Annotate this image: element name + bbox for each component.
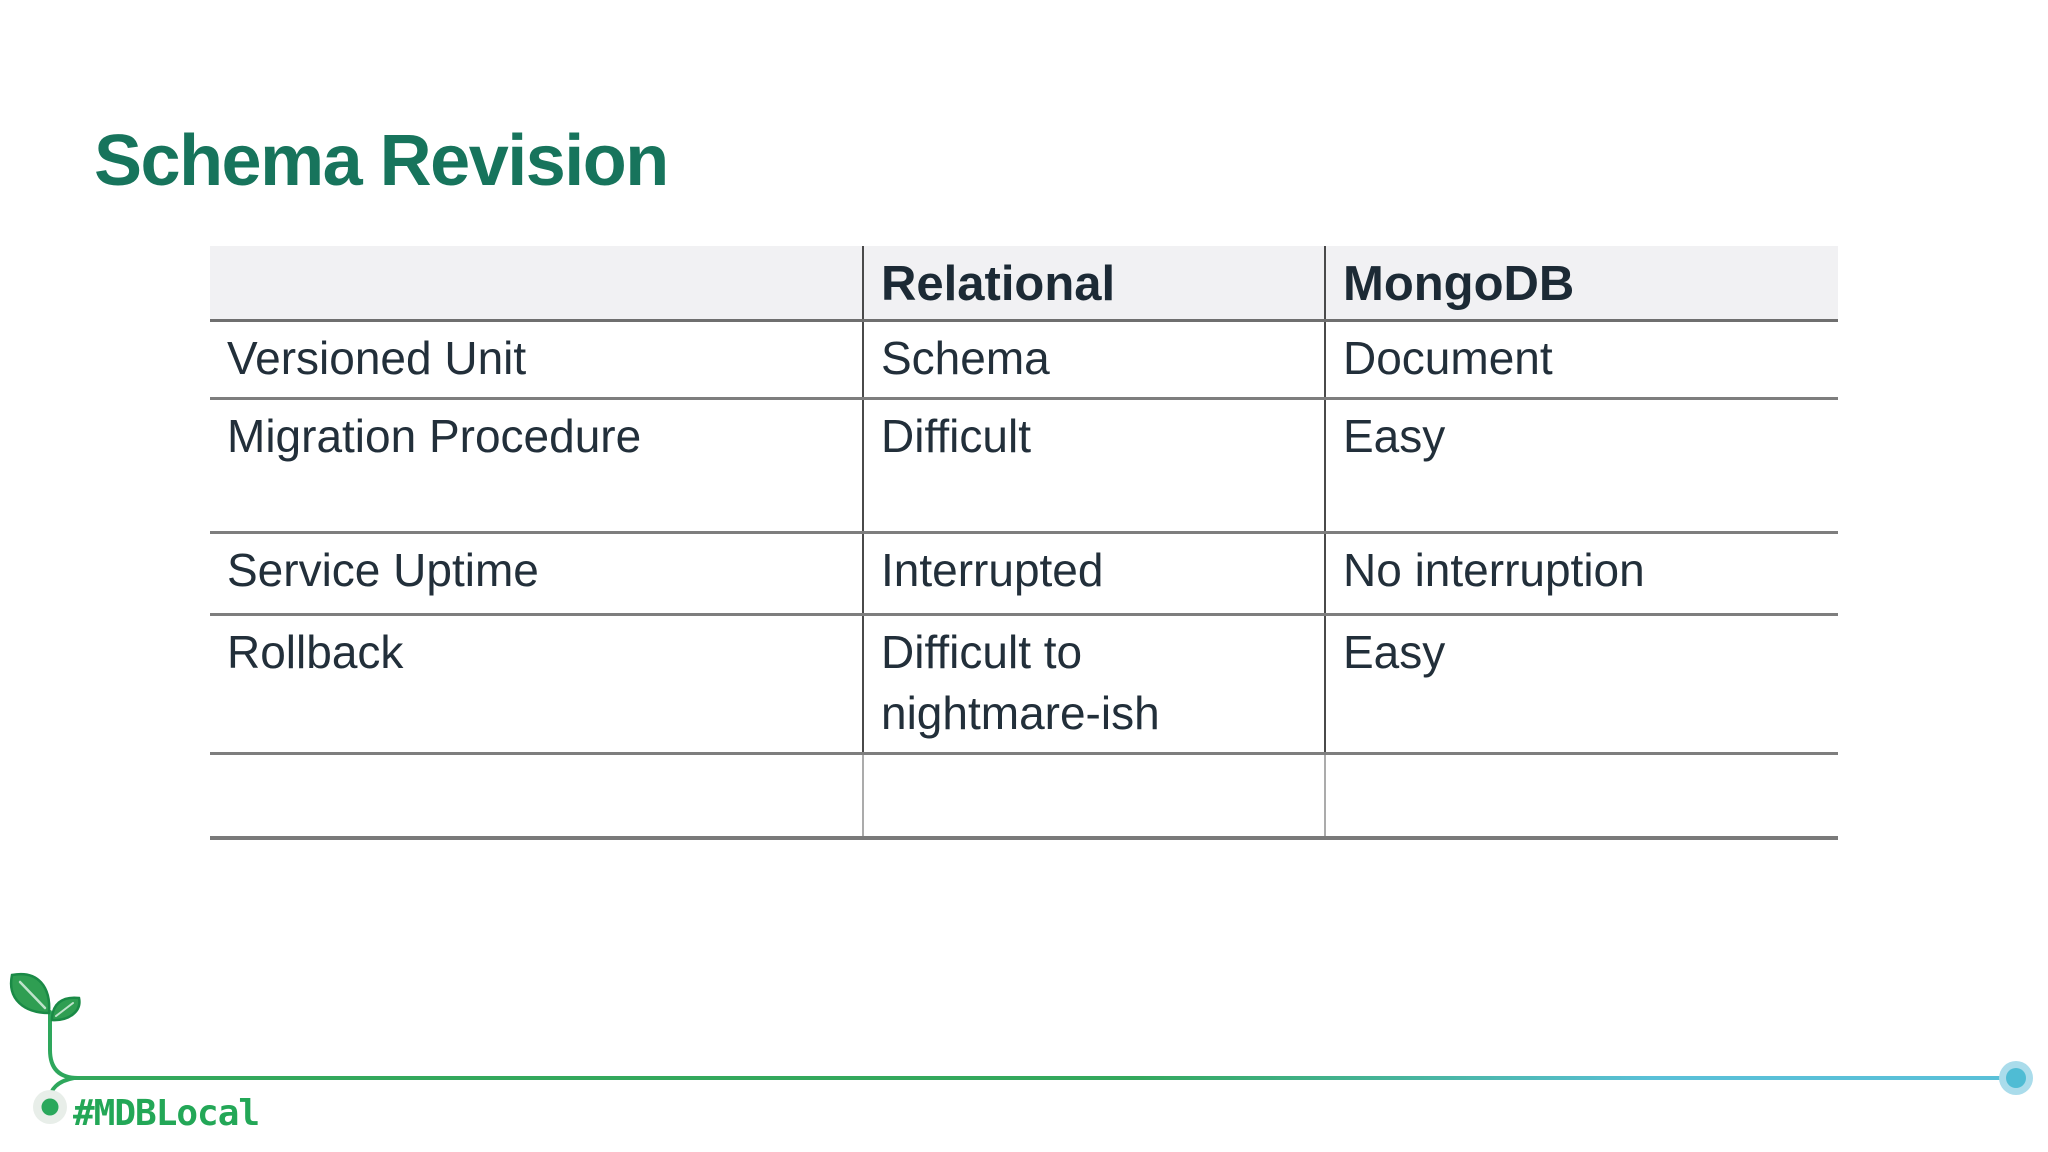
header-cell-relational: Relational <box>862 246 1325 320</box>
cell-relational: Difficult to nightmare-ish <box>862 614 1325 753</box>
event-hashtag: #MDBLocal <box>73 1093 260 1134</box>
table-row: Rollback Difficult to nightmare-ish Easy <box>210 614 1838 753</box>
comparison-table: Relational MongoDB Versioned Unit Schema… <box>210 246 1838 840</box>
cell-mongodb: Easy <box>1324 614 1838 753</box>
table-row-empty <box>210 753 1838 838</box>
row-label: Versioned Unit <box>227 331 527 384</box>
cell-relational: Schema <box>862 320 1325 398</box>
timeline-line <box>72 1076 2000 1080</box>
table-row: Migration Procedure Difficult Easy <box>210 398 1838 532</box>
cell-relational <box>862 753 1325 838</box>
row-label: Migration Procedure <box>227 409 642 462</box>
table-header-row: Relational MongoDB <box>210 246 1838 320</box>
header-cell-mongodb: MongoDB <box>1324 246 1838 320</box>
table-row: Service Uptime Interrupted No interrupti… <box>210 532 1838 614</box>
cell-mongodb: Document <box>1324 320 1838 398</box>
table-row: Versioned Unit Schema Document <box>210 320 1838 398</box>
cell-mongodb: Easy <box>1324 398 1838 532</box>
cell-mongodb <box>1324 753 1838 838</box>
page-title: Schema Revision <box>94 121 669 201</box>
header-cell-blank <box>210 246 863 320</box>
sprout-icon <box>9 972 81 1124</box>
cell-relational: Difficult <box>862 398 1325 532</box>
cell-relational: Interrupted <box>862 532 1325 614</box>
row-label <box>210 753 863 838</box>
line-end-dot-icon <box>1999 1061 2033 1095</box>
footer-decoration <box>9 972 2033 1124</box>
row-label: Rollback <box>227 625 404 678</box>
row-label: Service Uptime <box>227 543 539 596</box>
cell-mongodb: No interruption <box>1324 532 1838 614</box>
